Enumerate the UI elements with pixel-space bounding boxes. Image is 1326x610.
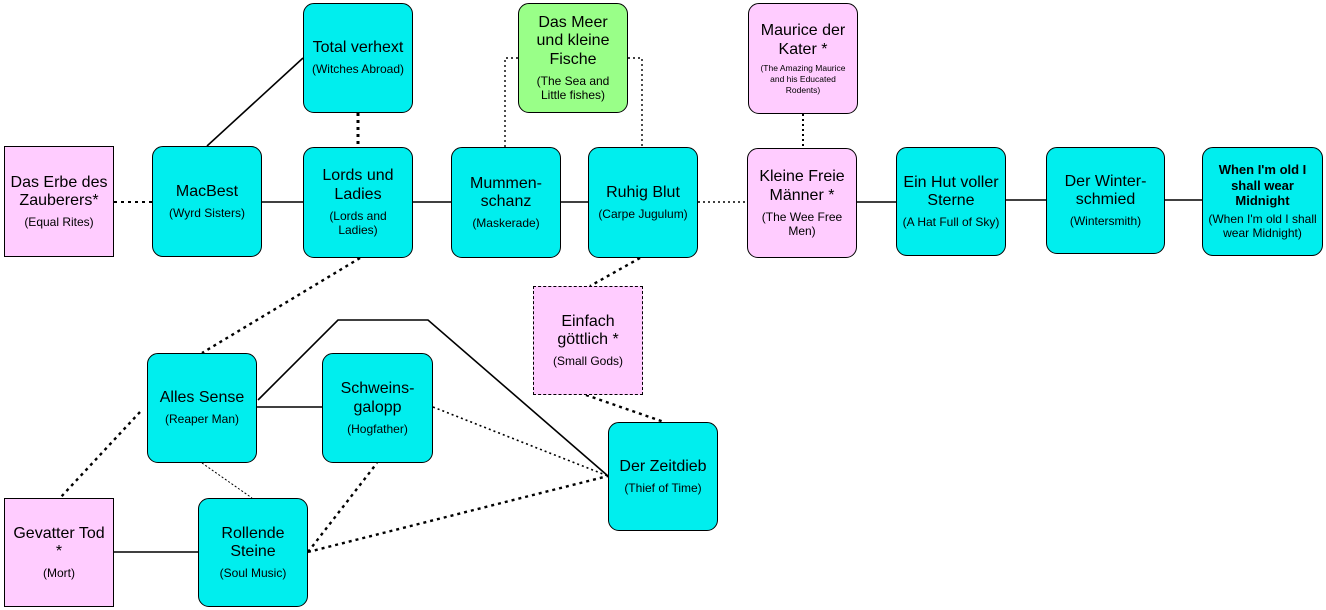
node-subtitle: (The Sea and Little fishes) bbox=[536, 74, 610, 103]
edge-lords-alles bbox=[201, 256, 361, 355]
node-der-winterschmied: Der Winter-schmied (Wintersmith) bbox=[1046, 147, 1165, 254]
node-title: Total verhext bbox=[312, 39, 404, 57]
node-when-im-old-i-shall-wear-midnight: When I'm old I shall wear Midnight (When… bbox=[1202, 147, 1323, 256]
node-maurice-der-kater: Maurice der Kater * (The Amazing Maurice… bbox=[748, 3, 858, 114]
node-title: Das Meer und kleine Fische bbox=[536, 13, 610, 69]
edge-ruhig-einfach bbox=[589, 256, 641, 288]
node-title: Gevatter Tod * bbox=[13, 524, 105, 561]
node-gevatter-tod: Gevatter Tod * (Mort) bbox=[4, 498, 114, 607]
node-title: Der Winter-schmied bbox=[1064, 172, 1147, 209]
node-subtitle: (Wyrd Sisters) bbox=[169, 205, 245, 220]
node-lords-und-ladies: Lords und Ladies (Lords and Ladies) bbox=[303, 147, 413, 258]
node-subtitle: (Maskerade) bbox=[472, 216, 540, 231]
node-subtitle: (When I'm old I shall wear Midnight) bbox=[1208, 212, 1317, 241]
node-ruhig-blut: Ruhig Blut (Carpe Jugulum) bbox=[588, 147, 698, 258]
node-title: Lords und Ladies bbox=[322, 167, 394, 204]
node-subtitle: (Hogfather) bbox=[347, 421, 408, 436]
node-title: When I'm old I shall wear Midnight bbox=[1218, 162, 1307, 208]
node-ein-hut-voller-sterne: Ein Hut voller Sterne (A Hat Full of Sky… bbox=[896, 147, 1006, 256]
node-subtitle: (Reaper Man) bbox=[164, 412, 240, 427]
node-title: MacBest bbox=[175, 182, 239, 200]
node-subtitle: (Lords and Ladies) bbox=[329, 209, 387, 238]
node-subtitle: (Mort) bbox=[43, 566, 75, 581]
node-total-verhext: Total verhext (Witches Abroad) bbox=[303, 3, 413, 113]
node-einfach-goettlich: Einfach göttlich * (Small Gods) bbox=[533, 286, 643, 395]
node-schweinsgalopp: Schweins-galopp (Hogfather) bbox=[322, 353, 433, 463]
edge-alles-zeitdieb bbox=[257, 319, 609, 477]
node-title: Der Zeitdieb bbox=[619, 457, 707, 475]
node-title: Maurice der Kater * bbox=[760, 21, 846, 58]
edge-ruhig-meer bbox=[628, 57, 643, 147]
edge-mummen-meer bbox=[504, 57, 518, 147]
node-subtitle: (The Amazing Maurice and his Educated Ro… bbox=[760, 63, 846, 95]
edge-macbest-verhext bbox=[206, 57, 304, 147]
node-subtitle: (A Hat Full of Sky) bbox=[902, 215, 1000, 230]
node-title: Einfach göttlich * bbox=[557, 312, 619, 349]
node-macbest: MacBest (Wyrd Sisters) bbox=[152, 146, 262, 257]
edge-rollende-zeitdieb bbox=[307, 474, 609, 554]
node-title: Rollende Steine bbox=[221, 524, 285, 561]
node-das-erbe-des-zauberers: Das Erbe des Zauberers* (Equal Rites) bbox=[4, 146, 114, 257]
node-subtitle: (Wintersmith) bbox=[1069, 214, 1142, 229]
node-subtitle: (Small Gods) bbox=[552, 354, 623, 369]
edge-alles-gevatter bbox=[59, 411, 141, 499]
node-subtitle: (Equal Rites) bbox=[24, 215, 94, 230]
node-rollende-steine: Rollende Steine (Soul Music) bbox=[198, 498, 308, 607]
node-subtitle: (Witches Abroad) bbox=[311, 62, 405, 77]
node-title: Alles Sense bbox=[159, 389, 245, 407]
node-title: Schweins-galopp bbox=[340, 380, 415, 416]
node-subtitle: (Thief of Time) bbox=[624, 480, 702, 495]
node-mummenschanz: Mummen-schanz (Maskerade) bbox=[451, 147, 561, 258]
node-title: Ruhig Blut bbox=[606, 183, 680, 201]
node-alles-sense: Alles Sense (Reaper Man) bbox=[147, 353, 257, 463]
edge-einfach-zeitdieb bbox=[585, 393, 665, 424]
edge-rollende-schweins bbox=[307, 462, 378, 553]
node-subtitle: (The Wee Free Men) bbox=[761, 209, 843, 238]
node-title: Ein Hut voller Sterne bbox=[903, 173, 999, 210]
node-title: Mummen-schanz bbox=[469, 174, 542, 211]
edge-schweins-zeitdieb bbox=[432, 406, 609, 477]
node-title: Kleine Freie Männer * bbox=[759, 167, 845, 204]
node-subtitle: (Carpe Jugulum) bbox=[598, 206, 688, 221]
node-kleine-freie-maenner: Kleine Freie Männer * (The Wee Free Men) bbox=[747, 148, 857, 258]
node-subtitle: (Soul Music) bbox=[219, 566, 287, 581]
node-das-meer-und-kleine-fische: Das Meer und kleine Fische (The Sea and … bbox=[518, 3, 628, 113]
edge-alles-rollende bbox=[201, 462, 253, 499]
node-der-zeitdieb: Der Zeitdieb (Thief of Time) bbox=[608, 422, 718, 531]
node-title: Das Erbe des Zauberers* bbox=[10, 173, 108, 210]
